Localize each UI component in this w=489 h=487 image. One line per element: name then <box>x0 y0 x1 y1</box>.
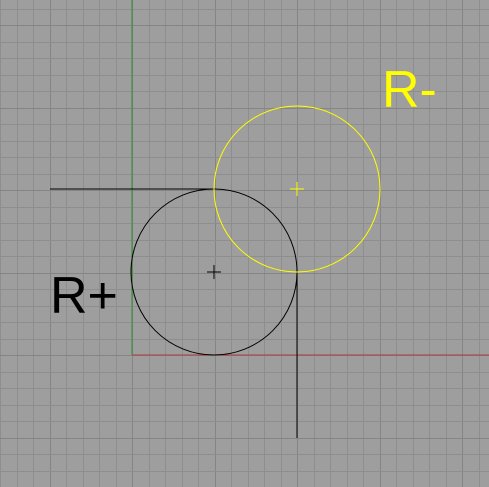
circle-r-plus-center-mark <box>207 265 221 279</box>
circle-r-minus[interactable] <box>213 105 381 273</box>
label-r-minus: R- <box>382 61 437 119</box>
label-r-plus: R+ <box>50 267 118 325</box>
circle-r-minus-center-mark <box>290 182 304 196</box>
